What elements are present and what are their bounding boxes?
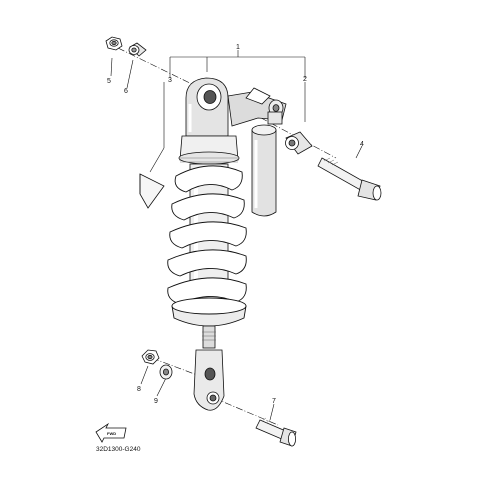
fwd-label: FWD xyxy=(107,431,116,436)
collar-top xyxy=(128,42,147,57)
coil-spring xyxy=(167,165,247,305)
nut-lower xyxy=(141,349,160,365)
reservoir xyxy=(251,124,277,217)
lower-clevis xyxy=(193,325,225,411)
callout-6: 6 xyxy=(124,88,128,95)
top-eye-mount xyxy=(185,77,229,137)
callout-2: 2 xyxy=(303,76,307,83)
bolt-lower xyxy=(255,417,297,447)
callout-1: 1 xyxy=(236,44,240,51)
collar-right xyxy=(285,131,313,155)
nut-top xyxy=(105,36,123,51)
reservoir-arm xyxy=(227,87,287,127)
fwd-arrow-icon: FWD xyxy=(95,422,127,443)
callout-8: 8 xyxy=(137,386,141,393)
bolt-upper xyxy=(317,157,382,201)
washer-lower xyxy=(159,364,173,380)
spring-seat-lower xyxy=(171,297,247,327)
protector-plate xyxy=(139,173,165,209)
damper-body-upper xyxy=(178,135,240,165)
callout-7: 7 xyxy=(272,398,276,405)
callout-5: 5 xyxy=(107,78,111,85)
callout-4: 4 xyxy=(360,141,364,148)
callout-numbers: 1 2 3 4 5 6 7 8 9 xyxy=(107,44,364,405)
drawing-code: 32D1300-G240 xyxy=(96,446,141,453)
callout-9: 9 xyxy=(154,398,158,405)
leader-lines xyxy=(110,50,363,421)
callout-3: 3 xyxy=(168,77,172,84)
